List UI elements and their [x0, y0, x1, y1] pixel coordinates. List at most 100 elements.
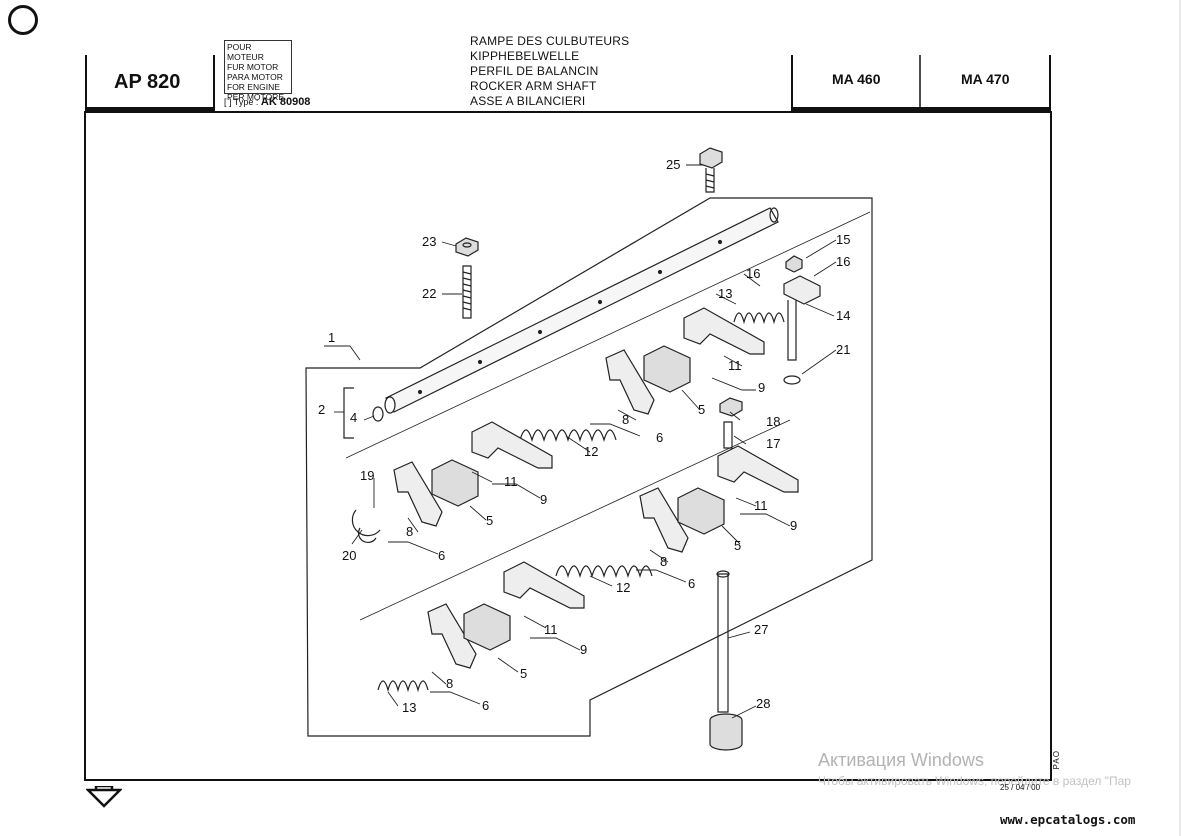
spring-13 [377, 680, 429, 693]
callout-9: 9 [758, 380, 765, 395]
callout-1: 1 [328, 330, 335, 345]
rocker-arm-11 [717, 445, 799, 493]
callout-5: 5 [486, 513, 493, 528]
plug-4 [372, 406, 384, 422]
callout-28: 28 [756, 696, 770, 711]
callout-9: 9 [790, 518, 797, 533]
support-5 [463, 603, 511, 651]
callout-9: 9 [580, 642, 587, 657]
drawing-frame [84, 111, 1052, 781]
callout-5: 5 [734, 538, 741, 553]
title-fr: RAMPE DES CULBUTEURS [470, 34, 630, 48]
callout-5: 5 [698, 402, 705, 417]
revision-date: 25 / 04 / 00 [1000, 783, 1041, 792]
callout-13: 13 [718, 286, 732, 301]
pushrod-27 [717, 573, 729, 713]
callout-25: 25 [666, 157, 680, 172]
callout-6: 6 [688, 576, 695, 591]
callout-2: 2 [318, 402, 325, 417]
callout-11: 11 [504, 474, 518, 489]
page-edge [1179, 0, 1181, 836]
callout-8: 8 [660, 554, 667, 569]
washer-20 [357, 527, 377, 544]
callout-6: 6 [438, 548, 445, 563]
model-number: AP 820 [114, 71, 181, 93]
callout-8: 8 [622, 412, 629, 427]
title-it: ASSE A BILANCIERI [470, 94, 586, 108]
rocker-arm-11 [471, 421, 553, 469]
callout-18: 18 [766, 414, 780, 429]
callout-16: 16 [836, 254, 850, 269]
rocker-arm-11 [683, 307, 765, 355]
callout-9: 9 [540, 492, 547, 507]
callout-21: 21 [836, 342, 850, 357]
model-ma-470: MA 470 [961, 71, 1010, 87]
callout-16: 16 [746, 266, 760, 281]
type-value: AK 80908 [260, 96, 311, 108]
group-outline [305, 197, 873, 737]
part-titles: RAMPE DES CULBUTEURS KIPPHEBELWELLE PERF… [470, 34, 629, 109]
activation-watermark-title: Активация Windows [818, 750, 984, 770]
down-arrow-icon[interactable] [86, 786, 122, 810]
title-en: ROCKER ARM SHAFT [470, 79, 597, 93]
circlip-19 [351, 509, 381, 537]
callout-6: 6 [482, 698, 489, 713]
callout-22: 22 [422, 286, 436, 301]
rocker-arm-8 [605, 349, 655, 415]
callout-15: 15 [836, 232, 850, 247]
screw-15 [785, 255, 803, 273]
callout-11: 11 [544, 622, 558, 637]
support-5 [677, 487, 725, 535]
engine-type: [ ] Type : AK 80908 [224, 96, 310, 108]
callout-14: 14 [836, 308, 850, 323]
engine-label-line: FOR ENGINE [227, 82, 280, 92]
callout-11: 11 [728, 358, 742, 373]
callout-12: 12 [584, 444, 598, 459]
title-es: PERFIL DE BALANCIN [470, 64, 599, 78]
callout-20: 20 [342, 548, 356, 563]
callout-8: 8 [446, 676, 453, 691]
rocker-arm-8 [639, 487, 689, 553]
upper-row [351, 255, 821, 544]
shaft-1 [384, 207, 779, 414]
lower-row [377, 445, 799, 751]
stud-22 [462, 265, 472, 319]
spring-12 [555, 565, 653, 579]
spring-12 [519, 429, 617, 443]
callout-27: 27 [754, 622, 768, 637]
engine-label-line: PARA MOTOR [227, 72, 283, 82]
spring-13 [733, 312, 785, 325]
support-5 [643, 345, 691, 393]
pao-label: PAO [1052, 750, 1061, 770]
callouts: 25 23 22 1 2 4 15 16 16 13 14 21 11 9 18… [318, 157, 850, 715]
callout-17: 17 [766, 436, 780, 451]
type-label: Type : [233, 97, 259, 107]
callout-5: 5 [520, 666, 527, 681]
site-url[interactable]: www.epcatalogs.com [1000, 812, 1136, 827]
callout-12: 12 [616, 580, 630, 595]
callout-23: 23 [422, 234, 436, 249]
engine-label-box: POUR MOTEUR FUR MOTOR PARA MOTOR FOR ENG… [224, 40, 292, 102]
pushrod-14 [787, 300, 797, 361]
engine-label-line: PER MOTORE [227, 92, 284, 102]
rocker-arm-11 [503, 561, 585, 609]
callout-6: 6 [656, 430, 663, 445]
callout-11: 11 [754, 498, 768, 513]
model-ma-460: MA 460 [832, 71, 881, 87]
header-frame [85, 55, 1051, 111]
bracket-icon: [ ] [224, 97, 232, 107]
group-outline-inner [345, 211, 871, 621]
title-de: KIPPHEBELWELLE [470, 49, 580, 63]
bolt-25 [699, 147, 723, 193]
callout-19: 19 [360, 468, 374, 483]
screw-17 [723, 421, 733, 449]
callout-8: 8 [406, 524, 413, 539]
callout-4: 4 [350, 410, 357, 425]
nut-23 [455, 237, 479, 257]
rocker-arm-8 [427, 603, 477, 669]
tappet-28 [709, 713, 743, 751]
bracket-2 [343, 387, 354, 439]
adjuster-14 [783, 275, 821, 305]
engine-label-line: POUR MOTEUR [227, 42, 264, 62]
